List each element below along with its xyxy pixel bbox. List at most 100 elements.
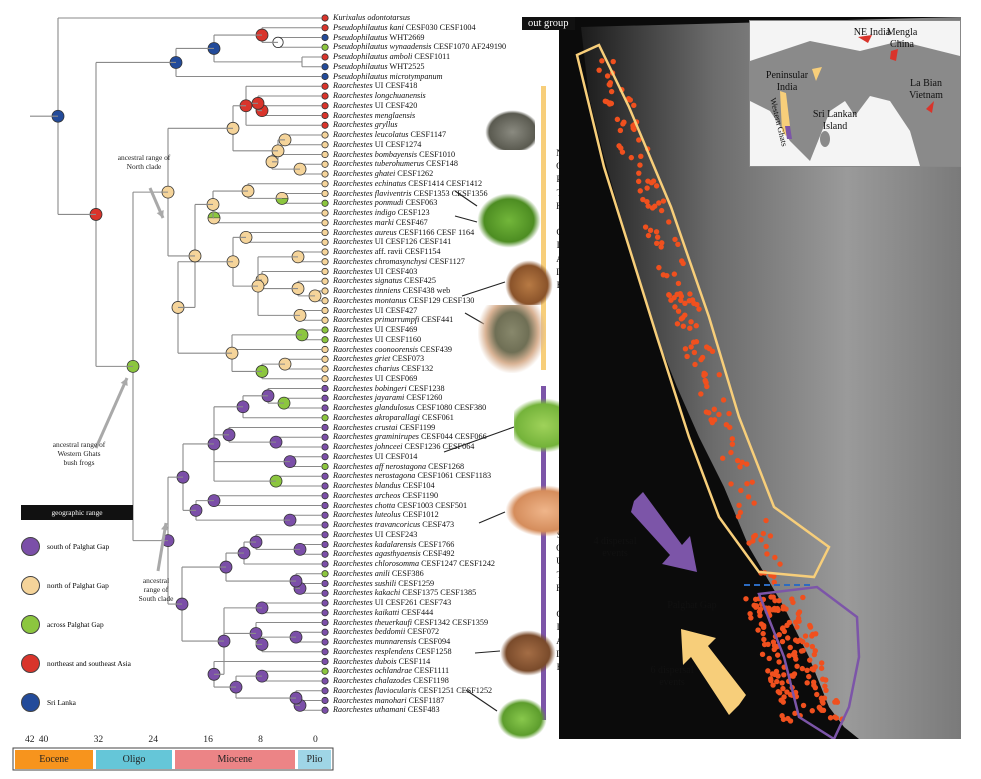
tip-state-dot [321, 618, 329, 627]
occurrence-point [606, 101, 613, 107]
north-clade-bar [541, 86, 546, 370]
tip-label: Raorchestes UI CESF1274 [333, 140, 421, 149]
tip-label: Raorchestes UI CESF014 [333, 452, 417, 461]
tip-label: Raorchestes UI CESF469 [333, 325, 417, 334]
time-tick-label: 40 [38, 734, 49, 745]
tip-voucher: CESF438 web [400, 286, 451, 295]
occurrence-point [814, 691, 820, 698]
occurrence-point [800, 702, 807, 709]
tip-state-dot [321, 345, 329, 354]
tip-voucher: UI CESF420 [372, 100, 418, 110]
tip-state-dot [321, 209, 329, 217]
landmass [581, 17, 961, 739]
tip-state-dot [321, 579, 329, 588]
tip-taxon: Raorchestes chotta [333, 500, 396, 510]
tip-label: Raorchestes archeos CESF1190 [333, 491, 438, 500]
tip-state-dot [321, 14, 329, 22]
legend-swatch [21, 693, 40, 712]
tip-state-dot [321, 696, 329, 705]
occurrence-point [644, 185, 650, 191]
occurrence-point [781, 672, 787, 678]
occurrence-point [636, 170, 642, 176]
tip-voucher: CESF1414 CESF1412 [406, 178, 483, 188]
tip-label: Raorchestes anili CESF386 [333, 569, 424, 578]
occurrence-point [800, 647, 806, 654]
tip-taxon: Raorchestes kaikatti [333, 607, 400, 617]
tip-voucher: UI CESF1274 [372, 139, 422, 149]
occurrence-point [794, 638, 801, 645]
tip-state-dot [321, 141, 329, 149]
tip-voucher: CESF1238 [406, 383, 445, 393]
node-state-green-half [207, 217, 221, 225]
tip-taxon: Raorchestes [333, 334, 373, 344]
tip-state-dot [321, 24, 329, 32]
tip-taxon: Raorchestes [333, 266, 373, 276]
tip-state-dot [321, 375, 329, 383]
occurrence-point [751, 602, 757, 609]
occurrence-point [693, 323, 699, 329]
occurrence-point [729, 436, 736, 442]
occurrence-point [691, 349, 698, 356]
tip-label: Raorchestes charius CESF132 [333, 364, 433, 373]
occurrence-point [606, 81, 612, 88]
photo-connector [461, 281, 506, 297]
tip-taxon: Raorchestes archeos [333, 490, 401, 500]
occurrence-point [758, 537, 764, 543]
inset-la-bian: La Bian Vietnam [909, 78, 943, 101]
tip-voucher: CESF425 [402, 276, 436, 286]
tip-label: Raorchestes aff nerostagona CESF1268 [333, 462, 464, 471]
occurrence-point [771, 579, 777, 585]
tip-state-dot [321, 667, 329, 675]
tip-voucher: CESF030 CESF1004 [403, 22, 476, 32]
occurrence-point [755, 627, 761, 633]
tip-taxon: Kurixalus odontotarsus [333, 13, 411, 22]
tip-label: Raorchestes aff. ravii CESF1154 [333, 247, 441, 256]
photo-connector [443, 426, 515, 453]
annotation-wg-ancestral: ancestral range of Western Ghats bush fr… [52, 440, 106, 467]
occurrence-point [616, 143, 622, 149]
tip-voucher: CESF148 [424, 159, 458, 169]
occurrence-point [746, 540, 752, 546]
tip-taxon: Raorchestes crustai [333, 422, 398, 432]
tip-taxon: Raorchestes montanus [333, 295, 407, 305]
tip-voucher: CESF1061 CESF1183 [415, 471, 492, 481]
tip-state-dot [321, 414, 329, 422]
occurrence-point [664, 272, 670, 279]
tip-label: Raorchestes blandus CESF104 [333, 481, 435, 490]
occurrence-point [656, 200, 662, 206]
tip-voucher: CESF1247 CESF1242 [419, 559, 496, 568]
occurrence-point [640, 196, 646, 203]
occurrence-point [790, 599, 796, 606]
legend-swatch [21, 654, 40, 673]
inset-ne-india: NE India [853, 27, 891, 38]
tip-taxon: Raorchestes dubois [333, 656, 397, 666]
occurrence-point [638, 153, 644, 160]
occurrence-point [637, 188, 643, 194]
tip-state-dot [321, 53, 329, 61]
tip-state-dot [321, 472, 329, 480]
occurrence-point [751, 500, 757, 506]
occurrence-point [720, 397, 727, 403]
tip-label: Raorchestes beddomii CESF072 [333, 627, 439, 636]
annotation-south-ancestral: ancestral range of South clade [138, 576, 174, 603]
occurrence-point [727, 424, 733, 431]
tip-state-dot [321, 306, 329, 315]
tip-label: Raorchestes dubois CESF114 [333, 657, 430, 666]
occurrence-point [696, 306, 702, 312]
occurrence-point [625, 95, 632, 102]
occurrence-point [816, 704, 822, 711]
tip-voucher: CESF467 [393, 217, 428, 227]
tip-voucher: CESF132 [399, 364, 434, 373]
occurrence-point [735, 513, 742, 520]
tip-state-dot [321, 531, 329, 539]
tip-label: Raorchestes chromasynchysi CESF1127 [333, 257, 465, 266]
tip-voucher: CESF1003 CESF501 [395, 500, 468, 510]
tip-state-dot [321, 287, 329, 295]
tip-label: Raorchestes leucolatus CESF1147 [333, 130, 446, 139]
occurrence-point [833, 715, 840, 721]
tip-state-dot [321, 706, 329, 714]
time-tick-label: 8 [258, 734, 263, 745]
tip-state-dot [321, 482, 329, 490]
inset-mengla-patch [890, 49, 898, 61]
